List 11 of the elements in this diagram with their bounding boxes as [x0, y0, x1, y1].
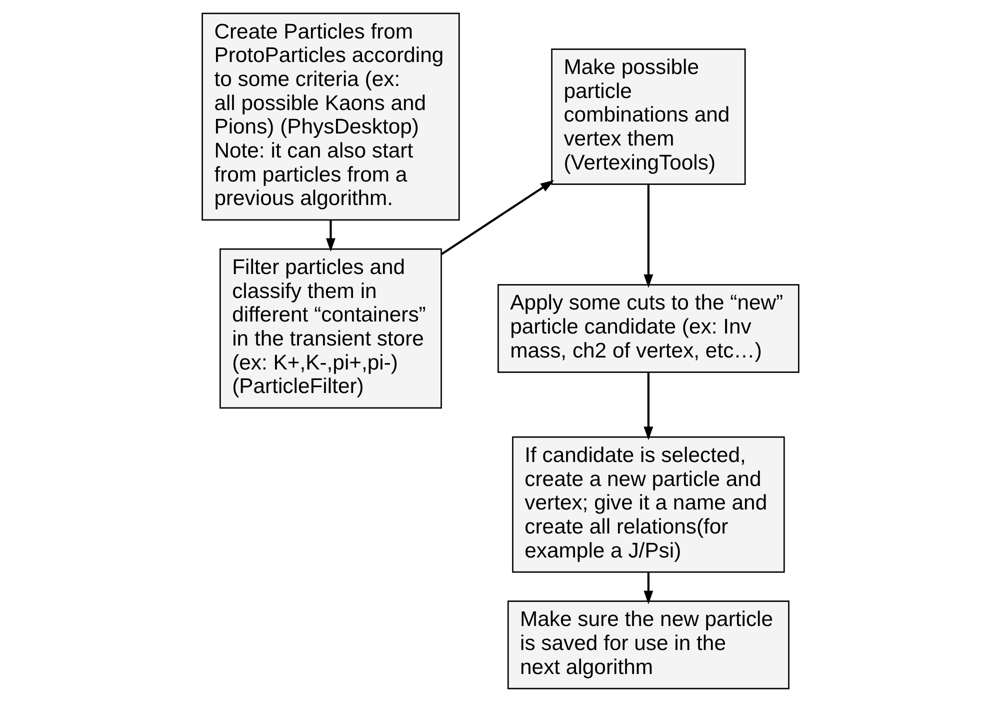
arrow [440, 180, 554, 256]
arrow [325, 220, 335, 252]
node-box: Apply some cuts to the “new” particle candidate (ex: Inv mass, ch2 of vertex, etc…) [497, 284, 799, 373]
arrow [643, 184, 653, 288]
node-box: Make possible particle combinations and vertex them (VertexingTools) [550, 48, 746, 185]
node-box: Make sure the new particle is saved for use in the next algorithm [506, 600, 789, 690]
node-box: Create Particles from ProtoParticles according to some criteria (ex: all possible Kaons and Pions) (PhysDesktop) Note: it can also start from particles from a previous algorithm. [201, 12, 460, 221]
arrow [643, 572, 653, 604]
node-box: If candidate is selected, create a new particle and vertex; give it a name and create all relations(for example a J/Psi) [512, 436, 784, 573]
arrow [643, 372, 653, 440]
node-box: Filter particles and classify them in different “containers” in the transient store (ex: K+,K-,pi+,pi-) (ParticleFilter) [219, 248, 442, 409]
